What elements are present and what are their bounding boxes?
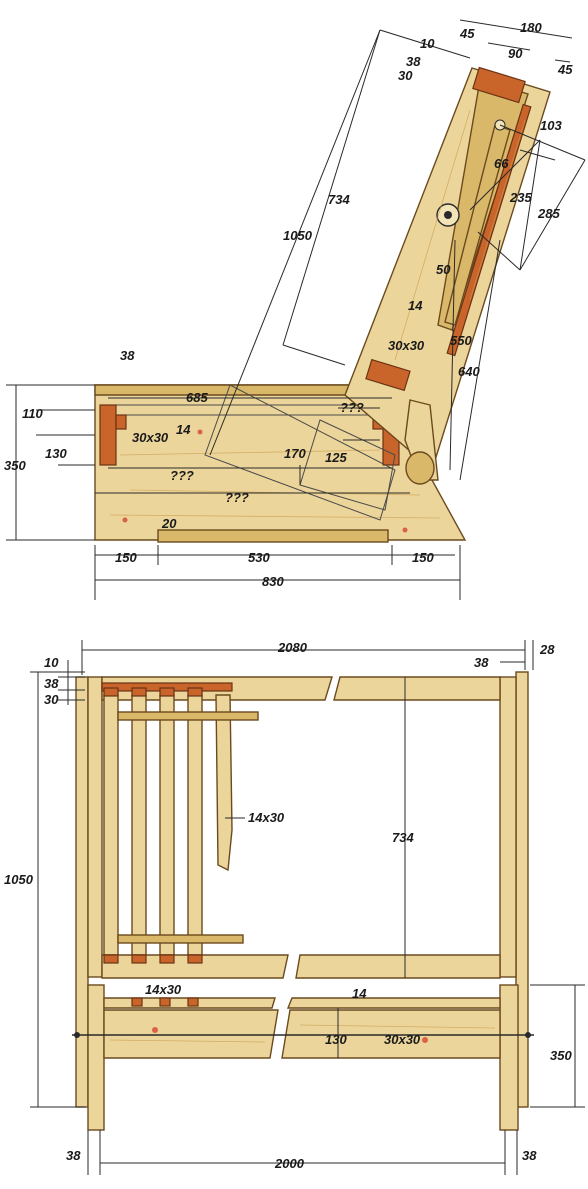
dim-38-front-right: 38 xyxy=(474,655,489,670)
dim-2080: 2080 xyxy=(277,640,308,655)
dim-45-right: 45 xyxy=(557,62,573,77)
dim-130-front: 130 xyxy=(325,1032,347,1047)
dim-285: 285 xyxy=(537,206,560,221)
side-view: 180 45 90 45 10 38 30 103 66 235 285 734… xyxy=(4,19,586,600)
dim-10-front: 10 xyxy=(44,655,59,670)
dim-20: 20 xyxy=(161,516,177,531)
dim-1050-front: 1050 xyxy=(4,872,34,887)
dim-38-bottom-right: 38 xyxy=(522,1148,537,1163)
dim-103: 103 xyxy=(540,118,562,133)
seat-rail-left xyxy=(103,1009,279,1059)
dim-45-left: 45 xyxy=(459,26,475,41)
dim-14-front: 14 xyxy=(352,986,367,1001)
dim-110: 110 xyxy=(22,406,43,421)
dim-38-seat: 38 xyxy=(120,348,135,363)
dim-30-front: 30 xyxy=(44,692,59,707)
dim-q2: ??? xyxy=(170,468,194,483)
dim-640: 640 xyxy=(458,364,480,379)
reclined-outline xyxy=(204,384,396,521)
dim-30x30-front: 30x30 xyxy=(384,1032,421,1047)
dim-14x30-seat: 14x30 xyxy=(145,982,182,997)
dim-14x30-back: 14x30 xyxy=(248,810,285,825)
front-view: 2080 28 10 38 30 38 14x30 734 1050 14x30… xyxy=(4,640,585,1175)
dim-38-bottom-left: 38 xyxy=(66,1148,81,1163)
dim-30: 30 xyxy=(398,68,413,83)
dim-q1: ??? xyxy=(340,400,364,415)
dim-150-right: 150 xyxy=(412,550,434,565)
dim-734: 734 xyxy=(328,192,350,207)
dim-734-front: 734 xyxy=(392,830,414,845)
front-left-back-post xyxy=(75,676,89,1108)
front-dim-lines xyxy=(30,640,585,1175)
dim-685: 685 xyxy=(186,390,208,405)
dim-90: 90 xyxy=(508,46,523,61)
top-rail-right xyxy=(333,676,501,701)
mid-rail-left xyxy=(101,954,289,979)
dim-125: 125 xyxy=(325,450,347,465)
dim-38-front-top: 38 xyxy=(44,676,59,691)
bolt-right xyxy=(525,1032,531,1038)
front-left-post xyxy=(87,676,103,978)
dim-1050: 1050 xyxy=(283,228,313,243)
backrest-top-bar xyxy=(472,66,526,104)
dim-14-seat: 14 xyxy=(176,422,191,437)
dim-2000: 2000 xyxy=(274,1156,305,1171)
dim-30x30-back: 30x30 xyxy=(388,338,425,353)
front-left-leg xyxy=(87,984,105,1131)
mid-rail-right xyxy=(295,954,501,979)
dim-66: 66 xyxy=(494,156,509,171)
backrest-bottom-bar xyxy=(365,358,411,392)
dim-14-back: 14 xyxy=(408,298,423,313)
dim-235: 235 xyxy=(509,190,532,205)
dim-10: 10 xyxy=(420,36,435,51)
dim-530: 530 xyxy=(248,550,270,565)
side-dim-lines xyxy=(6,19,586,600)
dim-170: 170 xyxy=(284,446,306,461)
dim-830: 830 xyxy=(262,574,284,589)
dim-28: 28 xyxy=(539,642,555,657)
dim-350-front: 350 xyxy=(550,1048,572,1063)
seat-rail-right xyxy=(281,1009,501,1059)
dim-150-left: 150 xyxy=(115,550,137,565)
seat-rail-left xyxy=(99,404,117,466)
backrest-slats xyxy=(103,687,259,956)
dim-180: 180 xyxy=(520,20,542,35)
bolt-left xyxy=(74,1032,80,1038)
dim-350-side: 350 xyxy=(4,458,26,473)
backrest xyxy=(344,66,551,485)
dim-130: 130 xyxy=(45,446,67,461)
dim-30x30-seat: 30x30 xyxy=(132,430,169,445)
dim-550: 550 xyxy=(450,333,472,348)
dim-38: 38 xyxy=(406,54,421,69)
front-right-post xyxy=(499,676,517,978)
dim-50: 50 xyxy=(436,262,451,277)
dim-q3: ??? xyxy=(225,490,249,505)
front-right-leg xyxy=(499,984,519,1131)
